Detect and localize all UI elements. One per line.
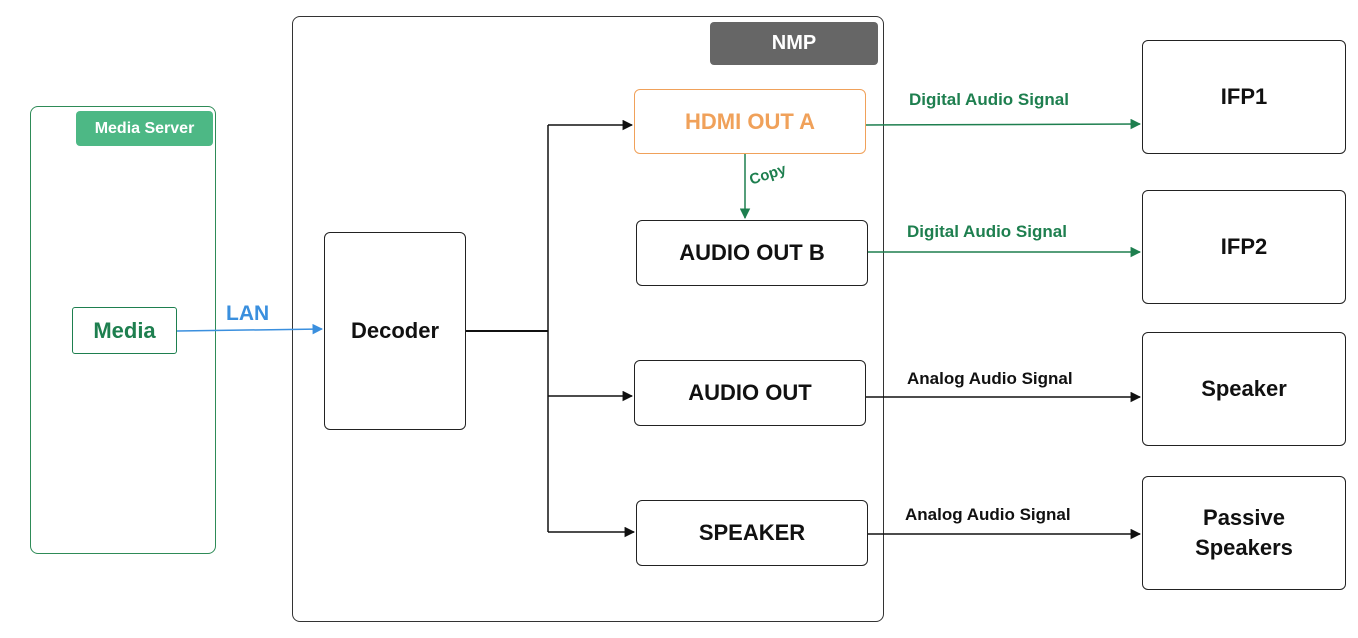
speaker-device: Speaker xyxy=(1142,332,1346,446)
nmp-container xyxy=(292,16,884,622)
passive-speakers-device: Passive Speakers xyxy=(1142,476,1346,590)
decoder-block: Decoder xyxy=(324,232,466,430)
nmp-title: NMP xyxy=(710,22,878,65)
hdmi-out-a-block: HDMI OUT A xyxy=(634,89,866,154)
audio-out-block: AUDIO OUT xyxy=(634,360,866,426)
passive-speakers-label: Passive Speakers xyxy=(1195,505,1293,560)
media-server-title: Media Server xyxy=(76,111,213,146)
digital-signal-label-2: Digital Audio Signal xyxy=(907,222,1067,241)
audio-out-b-block: AUDIO OUT B xyxy=(636,220,868,286)
digital-signal-label-1: Digital Audio Signal xyxy=(909,90,1069,109)
analog-signal-label-2: Analog Audio Signal xyxy=(905,505,1071,524)
speaker-out-block: SPEAKER xyxy=(636,500,868,566)
analog-signal-label-1: Analog Audio Signal xyxy=(907,369,1073,388)
media-node: Media xyxy=(72,307,177,354)
ifp2-device: IFP2 xyxy=(1142,190,1346,304)
hdmi-to-ifp1-connector xyxy=(865,118,1142,130)
lan-label: LAN xyxy=(226,302,270,325)
ifp1-device: IFP1 xyxy=(1142,40,1346,154)
lan-connector xyxy=(176,323,324,335)
